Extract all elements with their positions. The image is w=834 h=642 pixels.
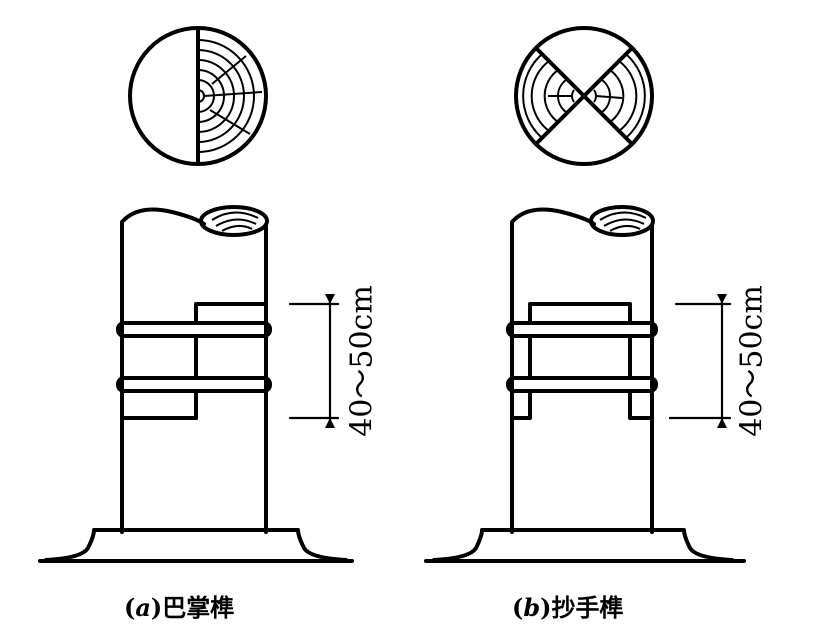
caption-a-suffix: ) bbox=[150, 593, 163, 622]
figure-b: 40～50cm bbox=[424, 26, 770, 563]
dimension-b: 40～50cm bbox=[668, 285, 770, 437]
caption-a-prefix: ( bbox=[124, 593, 136, 622]
caption-b-name: 抄手榫 bbox=[551, 593, 624, 622]
dimension-label-b: 40～50cm bbox=[735, 285, 770, 437]
tenon-block-a bbox=[122, 302, 268, 420]
caption-a-letter: a bbox=[135, 593, 151, 622]
cross-section-x-icon bbox=[514, 26, 654, 166]
caption-b-suffix: ) bbox=[540, 593, 552, 622]
caption-b-prefix: ( bbox=[512, 593, 524, 622]
wood-grain-rings bbox=[522, 54, 646, 138]
caption-b: (b)抄手榫 bbox=[512, 588, 624, 623]
base-a bbox=[38, 528, 354, 563]
figure-a: 40～50cm bbox=[38, 26, 380, 563]
dimension-a: 40～50cm bbox=[288, 285, 380, 437]
tenon-block-b bbox=[512, 302, 652, 420]
caption-a-name: 巴掌榫 bbox=[162, 593, 235, 622]
cross-section-half-icon bbox=[128, 26, 268, 166]
dimension-label-a: 40～50cm bbox=[345, 285, 380, 437]
pillar-top-grain bbox=[211, 211, 259, 232]
beam-bands-b bbox=[506, 321, 658, 393]
base-b bbox=[424, 528, 746, 563]
wood-grain-rings bbox=[197, 39, 263, 153]
pillar-top-grain bbox=[599, 211, 647, 232]
caption-a: (a)巴掌榫 bbox=[124, 588, 234, 623]
caption-b-letter: b bbox=[523, 593, 541, 622]
beam-bands-a bbox=[116, 321, 272, 393]
